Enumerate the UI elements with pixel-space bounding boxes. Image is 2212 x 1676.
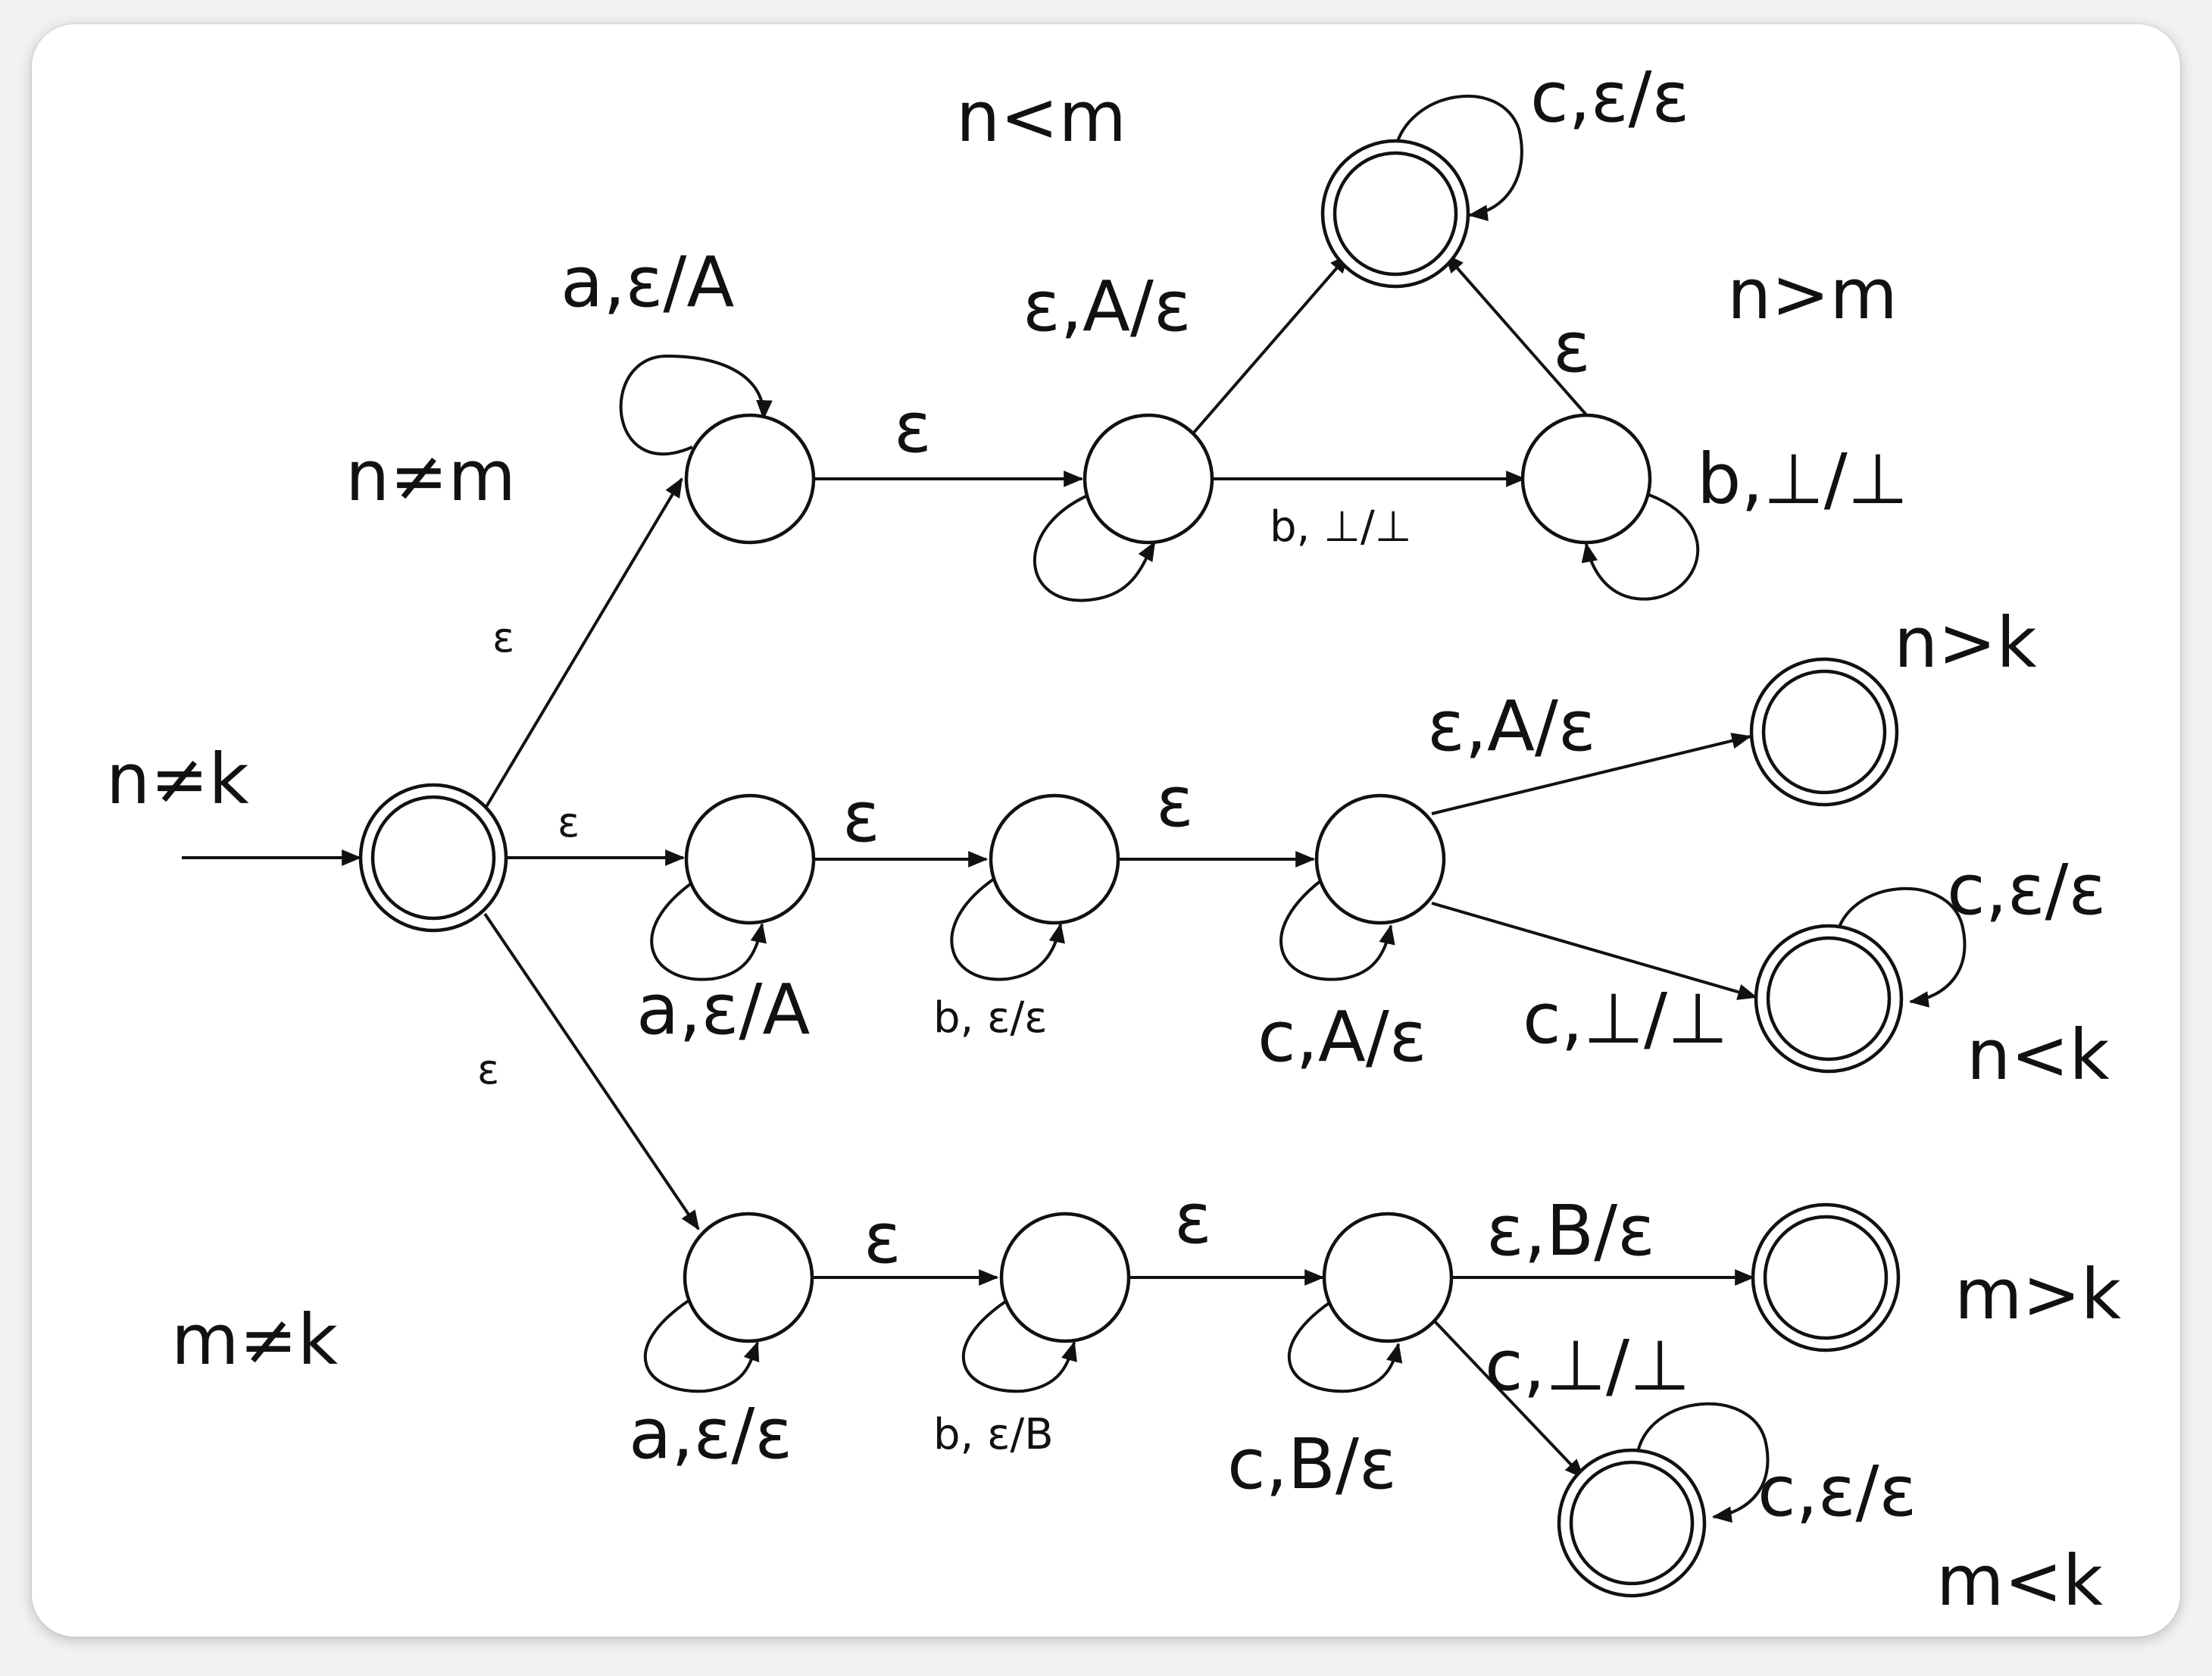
loop-midacc2 bbox=[1835, 886, 1967, 1008]
edge-mid3-midacc1 bbox=[1431, 733, 1752, 815]
loop-mid1 bbox=[650, 879, 767, 981]
label-mid2-loop: b, ε/ε bbox=[933, 993, 1048, 1043]
condition-labels: n≠k n≠m m≠k n<m n>m n>k n<k m>k m<k bbox=[106, 77, 2122, 1621]
label-mid2-mid3: ε bbox=[1156, 761, 1194, 843]
edge-start-top bbox=[483, 477, 683, 811]
state-mid3[interactable] bbox=[1314, 793, 1446, 925]
label-m-ne-k: m≠k bbox=[171, 1299, 339, 1381]
edge-top2-topacc bbox=[1192, 253, 1350, 435]
label-mid3-midacc1: ε,A/ε bbox=[1427, 686, 1596, 767]
label-n-ne-m: n≠m bbox=[345, 436, 516, 517]
label-bot3-botacc2: c,⊥/⊥ bbox=[1485, 1325, 1690, 1406]
label-n-gt-k: n>k bbox=[1894, 602, 2037, 683]
loop-bot3 bbox=[1287, 1296, 1403, 1393]
label-top1-top2: ε bbox=[894, 387, 932, 468]
label-start-bot: ε bbox=[477, 1046, 499, 1093]
label-bot3-loop: c,B/ε bbox=[1227, 1424, 1397, 1505]
label-botacc2-loop: c,ε/ε bbox=[1757, 1451, 1917, 1532]
label-mid1-mid2: ε bbox=[842, 777, 880, 858]
self-loops bbox=[619, 94, 1967, 1523]
label-n-gt-m: n>m bbox=[1727, 254, 1898, 335]
label-start-mid: ε bbox=[558, 799, 580, 846]
state-mid1[interactable] bbox=[684, 793, 816, 925]
label-top2-loop: ε,A/ε bbox=[1023, 266, 1192, 347]
state-top-accept[interactable] bbox=[1320, 139, 1470, 289]
loop-bot2 bbox=[961, 1296, 1077, 1393]
label-n-ne-k: n≠k bbox=[106, 739, 249, 820]
label-mid3-loop: c,A/ε bbox=[1258, 996, 1427, 1077]
label-bot2-loop: b, ε/B bbox=[933, 1410, 1054, 1459]
label-start-top: ε bbox=[492, 614, 514, 661]
loop-top2 bbox=[1033, 492, 1156, 602]
label-top1-loop: a,ε/A bbox=[561, 242, 734, 323]
label-bot1-bot2: ε bbox=[864, 1198, 901, 1279]
states bbox=[358, 139, 1904, 1598]
edge-mid3-midacc2 bbox=[1431, 902, 1758, 1000]
state-mid2[interactable] bbox=[989, 793, 1120, 925]
state-top1[interactable] bbox=[684, 413, 816, 545]
label-bot3-botacc1: ε,B/ε bbox=[1486, 1190, 1655, 1271]
edge-top3-topacc bbox=[1444, 253, 1591, 420]
state-start[interactable] bbox=[358, 783, 508, 933]
loop-mid3 bbox=[1279, 874, 1395, 981]
label-n-lt-m: n<m bbox=[956, 77, 1126, 158]
label-top3-topacc: ε bbox=[1553, 307, 1591, 388]
loop-topacc bbox=[1394, 94, 1523, 221]
state-bot-accept-1[interactable] bbox=[1751, 1202, 1901, 1352]
state-bot-accept-2[interactable] bbox=[1557, 1448, 1707, 1598]
label-top2-top3: b, ⊥/⊥ bbox=[1270, 502, 1412, 552]
label-bot2-bot3: ε bbox=[1174, 1178, 1212, 1259]
label-n-lt-k: n<k bbox=[1967, 1015, 2110, 1096]
label-mid1-loop: a,ε/A bbox=[636, 969, 810, 1050]
label-midacc2-loop: c,ε/ε bbox=[1947, 849, 2106, 930]
loop-bot1 bbox=[643, 1296, 760, 1393]
label-m-lt-k: m<k bbox=[1936, 1540, 2104, 1621]
label-topacc-loop: c,ε/ε bbox=[1530, 57, 1689, 138]
loop-top3 bbox=[1581, 491, 1700, 601]
edges bbox=[182, 253, 1758, 1479]
state-bot2[interactable] bbox=[999, 1212, 1131, 1343]
label-mid3-midacc2: c,⊥/⊥ bbox=[1523, 978, 1728, 1059]
loop-top1 bbox=[619, 354, 773, 455]
loop-mid2 bbox=[950, 874, 1065, 981]
label-bot1-loop: a,ε/ε bbox=[629, 1393, 792, 1474]
state-top2[interactable] bbox=[1083, 413, 1214, 545]
state-mid-accept-1[interactable] bbox=[1749, 657, 1899, 807]
transition-labels: ε ε ε a,ε/A ε ε,A/ε b, ⊥/⊥ b,⊥/⊥ ε c,ε/ε… bbox=[477, 57, 2106, 1532]
edge-start-bot bbox=[483, 912, 700, 1230]
edge-bot3-botacc2 bbox=[1433, 1320, 1585, 1479]
label-m-gt-k: m>k bbox=[1954, 1254, 2122, 1335]
state-bot1[interactable] bbox=[683, 1212, 814, 1343]
state-mid-accept-2[interactable] bbox=[1754, 924, 1904, 1074]
state-top3[interactable] bbox=[1520, 413, 1652, 545]
state-bot3[interactable] bbox=[1322, 1212, 1454, 1343]
loop-botacc2 bbox=[1636, 1402, 1770, 1523]
label-top3-loop: b,⊥/⊥ bbox=[1697, 439, 1908, 520]
